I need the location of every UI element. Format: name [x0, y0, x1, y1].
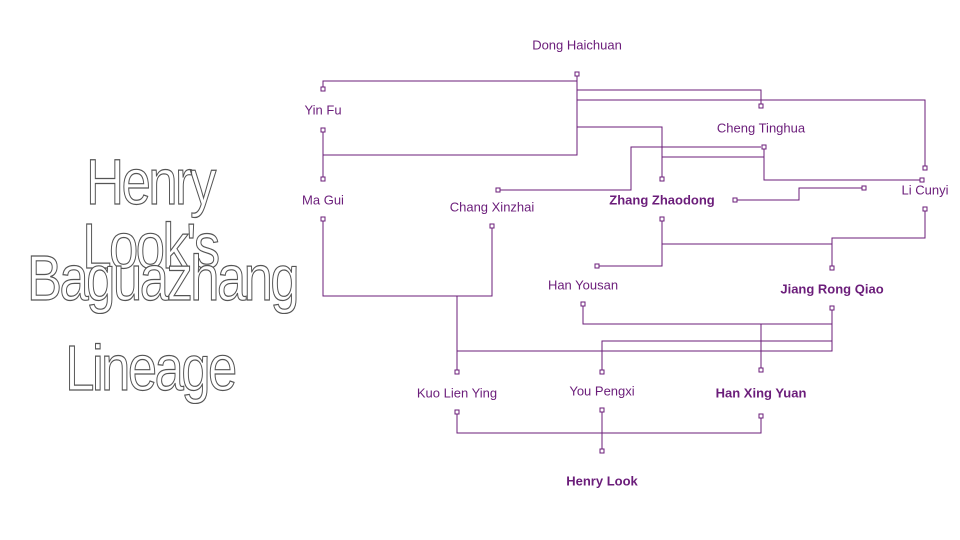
connector-line-6	[498, 146, 761, 191]
connector-endpoint-marker	[454, 369, 460, 375]
connector-endpoint-marker	[594, 263, 600, 269]
connector-endpoint-marker	[758, 103, 764, 109]
title-line-2: Baguazhang	[27, 242, 301, 314]
title-line-3: Lineage	[65, 332, 238, 404]
connector-line-1	[322, 81, 578, 156]
connector-line-11	[831, 209, 926, 268]
connector-endpoint-marker	[758, 413, 764, 419]
node-dong-haichuan: Dong Haichuan	[532, 37, 622, 53]
connector-endpoint-marker	[829, 305, 835, 311]
connector-endpoint-marker	[495, 187, 501, 193]
connector-endpoint-marker	[320, 176, 326, 182]
connector-line-3	[577, 99, 926, 168]
connector-line-9	[735, 187, 864, 201]
connector-endpoint-marker	[574, 71, 580, 77]
node-you-pengxi: You Pengxi	[569, 383, 635, 399]
node-yin-fu: Yin Fu	[304, 102, 342, 118]
node-zhang-zhaodong: Zhang Zhaodong	[609, 192, 715, 208]
node-kuo-lien-ying: Kuo Lien Ying	[416, 385, 498, 401]
connector-endpoint-marker	[922, 206, 928, 212]
connector-endpoint-marker	[761, 144, 767, 150]
connector-line-0	[322, 74, 578, 89]
connector-endpoint-marker	[922, 165, 928, 171]
connector-endpoint-marker	[599, 369, 605, 375]
connector-line-18	[601, 340, 832, 372]
node-han-xing-yuan: Han Xing Yuan	[715, 385, 807, 401]
connector-endpoint-marker	[919, 177, 925, 183]
connector-endpoint-marker	[580, 301, 586, 307]
connector-line-15	[457, 308, 833, 352]
node-henry-look: Henry Look	[566, 473, 638, 489]
connector-endpoint-marker	[861, 185, 867, 191]
node-jiang-rong-qiao: Jiang Rong Qiao	[780, 281, 884, 297]
connector-line-19	[456, 412, 762, 434]
title-line-1: Henry Look's	[82, 146, 221, 282]
node-chang-xinzhai: Chang Xinzhai	[449, 199, 535, 215]
connector-line-13	[322, 219, 493, 297]
connector-endpoint-marker	[829, 265, 835, 271]
connector-endpoint-marker	[320, 127, 326, 133]
connector-line-10	[597, 219, 663, 267]
node-li-cunyi: Li Cunyi	[901, 182, 949, 198]
connector-endpoint-marker	[320, 216, 326, 222]
connector-endpoint-marker	[659, 176, 665, 182]
connector-line-16	[582, 304, 832, 325]
connector-line-4	[577, 126, 663, 179]
connector-line-7	[662, 147, 765, 158]
node-ma-gui: Ma Gui	[302, 192, 344, 208]
connector-endpoint-marker	[732, 197, 738, 203]
node-cheng-tinghua: Cheng Tinghua	[716, 120, 806, 136]
connector-endpoint-marker	[454, 409, 460, 415]
connector-endpoint-marker	[489, 223, 495, 229]
connector-endpoint-marker	[599, 407, 605, 413]
connector-line-8	[763, 147, 922, 181]
connector-endpoint-marker	[758, 367, 764, 373]
connector-endpoint-marker	[320, 86, 326, 92]
connector-endpoint-marker	[599, 448, 605, 454]
node-han-yousan: Han Yousan	[547, 277, 619, 293]
connector-line-2	[577, 89, 762, 106]
connector-endpoint-marker	[659, 216, 665, 222]
